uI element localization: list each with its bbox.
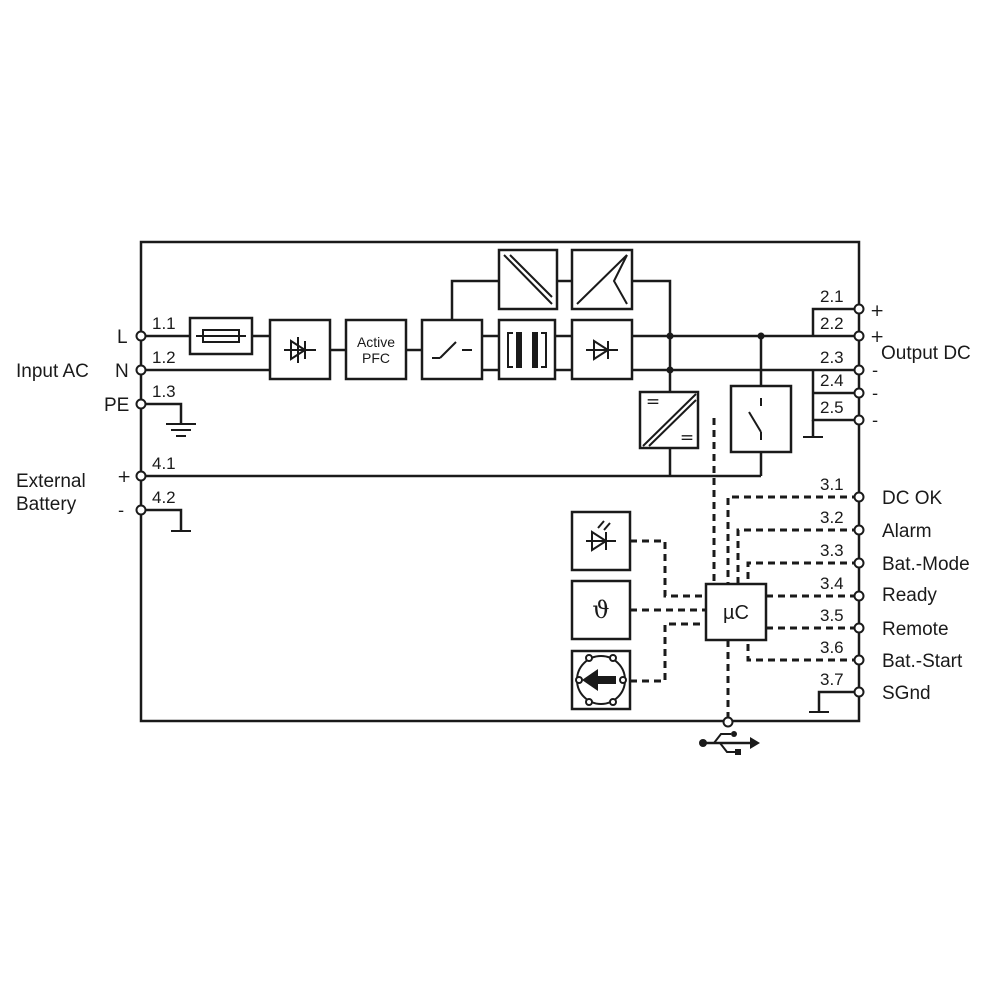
active-pfc-block: Active PFC: [344, 318, 408, 381]
terminal-1-1[interactable]: [135, 330, 147, 342]
output-minus-4: -: [872, 384, 878, 404]
dc-dc-converter-icon: [642, 393, 697, 447]
device-housing: [139, 240, 861, 723]
terminal-label-3-3: 3.3: [820, 541, 844, 560]
terminal-label-3-6: 3.6: [820, 638, 844, 657]
terminal-label-1-2: 1.2: [152, 348, 176, 367]
aux-converter-block-2: [570, 248, 634, 311]
terminal-2-5[interactable]: [853, 414, 865, 426]
rectifier-icon: [284, 337, 316, 363]
led-block: [570, 510, 632, 572]
relay-switch-icon: [748, 398, 762, 440]
terminal-label-3-5: 3.5: [820, 606, 844, 625]
output-labels: 2.1 2.2 2.3 2.4 2.5 + + - - - Output DC: [820, 287, 971, 431]
rotary-switch-icon: [575, 654, 627, 706]
input-labels: Input AC L N PE 1.1 1.2 1.3: [16, 314, 176, 416]
usb-icon: [699, 731, 760, 755]
signal-lines: [630, 418, 859, 718]
output-minus-5: -: [872, 411, 878, 431]
terminal-2-3[interactable]: [853, 364, 865, 376]
transformer-icon: [507, 332, 547, 368]
output-terminals: [853, 303, 865, 426]
output-plus-2: +: [870, 327, 884, 347]
terminal-3-7[interactable]: [853, 686, 865, 698]
output-dc-label: Output DC: [881, 343, 971, 364]
terminal-label-2-2: 2.2: [820, 314, 844, 333]
transformer-block: [497, 318, 557, 381]
pfc-label-line1: Active: [357, 334, 395, 350]
l-label: L: [117, 327, 128, 348]
fuse-icon: [196, 329, 246, 343]
temperature-block: ϑ: [570, 579, 632, 641]
terminal-3-2[interactable]: [853, 524, 865, 536]
signal-labels: 3.1 3.2 3.3 3.4 3.5 3.6 3.7 DC OK Alarm …: [820, 475, 970, 704]
rotary-switch-block: [570, 649, 632, 711]
terminal-label-4-2: 4.2: [152, 488, 176, 507]
terminal-1-2[interactable]: [135, 364, 147, 376]
terminal-4-2[interactable]: [135, 504, 147, 516]
terminal-label-3-2: 3.2: [820, 508, 844, 527]
n-label: N: [115, 361, 129, 382]
signal-label-remote: Remote: [882, 619, 949, 640]
terminal-label-4-1: 4.1: [152, 454, 176, 473]
pe-label: PE: [104, 395, 129, 416]
converter-input-eq: =: [646, 392, 660, 412]
battery-minus-sign: -: [118, 501, 124, 521]
terminal-3-3[interactable]: [853, 557, 865, 569]
terminal-label-1-1: 1.1: [152, 314, 176, 333]
terminal-label-2-5: 2.5: [820, 398, 844, 417]
terminal-label-2-4: 2.4: [820, 371, 844, 390]
relay-switch-block: [729, 384, 793, 454]
battery-label-line2: Battery: [16, 494, 77, 515]
terminal-3-1[interactable]: [853, 491, 865, 503]
temperature-icon: ϑ: [592, 596, 609, 624]
rectifier-block: [268, 318, 332, 381]
terminal-4-1[interactable]: [135, 470, 147, 482]
terminal-label-1-3: 1.3: [152, 382, 176, 401]
signal-label-bat-start: Bat.-Start: [882, 651, 963, 672]
battery-plus-sign: +: [117, 467, 131, 487]
output-plus-1: +: [870, 301, 884, 321]
input-ac-label: Input AC: [16, 361, 89, 382]
fuse-block: [188, 316, 254, 356]
signal-label-alarm: Alarm: [882, 521, 932, 542]
terminal-2-1[interactable]: [853, 303, 865, 315]
terminal-label-2-3: 2.3: [820, 348, 844, 367]
microcontroller-label: µC: [723, 602, 749, 624]
usb-terminal[interactable]: [722, 716, 734, 728]
pfc-label-line2: PFC: [362, 350, 390, 366]
terminal-3-5[interactable]: [853, 622, 865, 634]
terminal-3-6[interactable]: [853, 654, 865, 666]
switch-block: [420, 318, 484, 381]
input-terminals: [135, 330, 147, 516]
output-diode-block: [570, 318, 634, 381]
signal-label-dc-ok: DC OK: [882, 488, 943, 509]
terminal-2-4[interactable]: [853, 387, 865, 399]
terminal-label-2-1: 2.1: [820, 287, 844, 306]
signal-terminals: [853, 491, 865, 698]
usb-port: [699, 716, 760, 755]
converter-output-eq: =: [680, 428, 694, 448]
dc-dc-converter-block: = =: [638, 390, 700, 450]
battery-labels: External Battery + - 4.1 4.2: [16, 454, 176, 521]
terminal-label-3-4: 3.4: [820, 574, 844, 593]
terminal-2-2[interactable]: [853, 330, 865, 342]
terminal-3-4[interactable]: [853, 590, 865, 602]
signal-label-ready: Ready: [882, 585, 937, 606]
switch-icon: [432, 341, 472, 359]
power-lines: [141, 279, 859, 713]
signal-label-bat-mode: Bat.-Mode: [882, 554, 970, 575]
battery-label-line1: External: [16, 471, 86, 492]
microcontroller-block: µC: [704, 582, 768, 642]
diode-icon: [586, 339, 618, 361]
terminal-1-3[interactable]: [135, 398, 147, 410]
aux-converter-block-1: [497, 248, 559, 311]
terminal-label-3-1: 3.1: [820, 475, 844, 494]
output-minus-3: -: [872, 361, 878, 381]
terminal-label-3-7: 3.7: [820, 670, 844, 689]
signal-label-sgnd: SGnd: [882, 683, 931, 704]
led-icon: [586, 520, 616, 552]
